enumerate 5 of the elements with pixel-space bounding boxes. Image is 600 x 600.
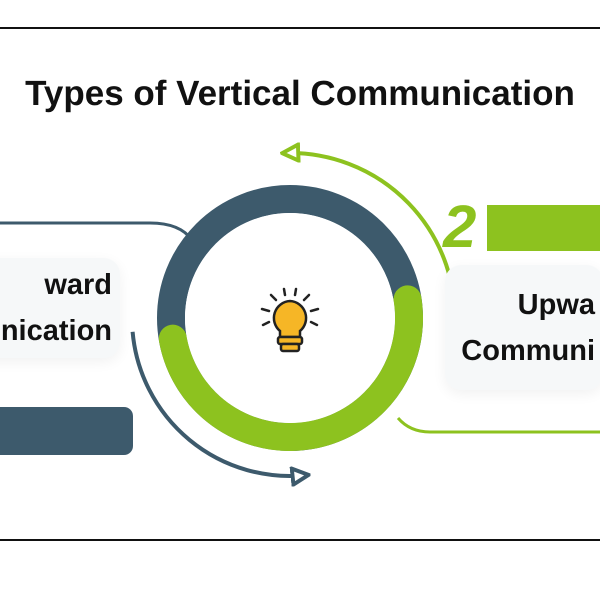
card-text: ward nication bbox=[0, 268, 112, 349]
step-number: 2 bbox=[443, 192, 476, 262]
title: Types of Vertical Communication bbox=[24, 73, 576, 115]
text-card bbox=[445, 265, 600, 390]
card-text: Upwa Communi bbox=[460, 288, 595, 368]
